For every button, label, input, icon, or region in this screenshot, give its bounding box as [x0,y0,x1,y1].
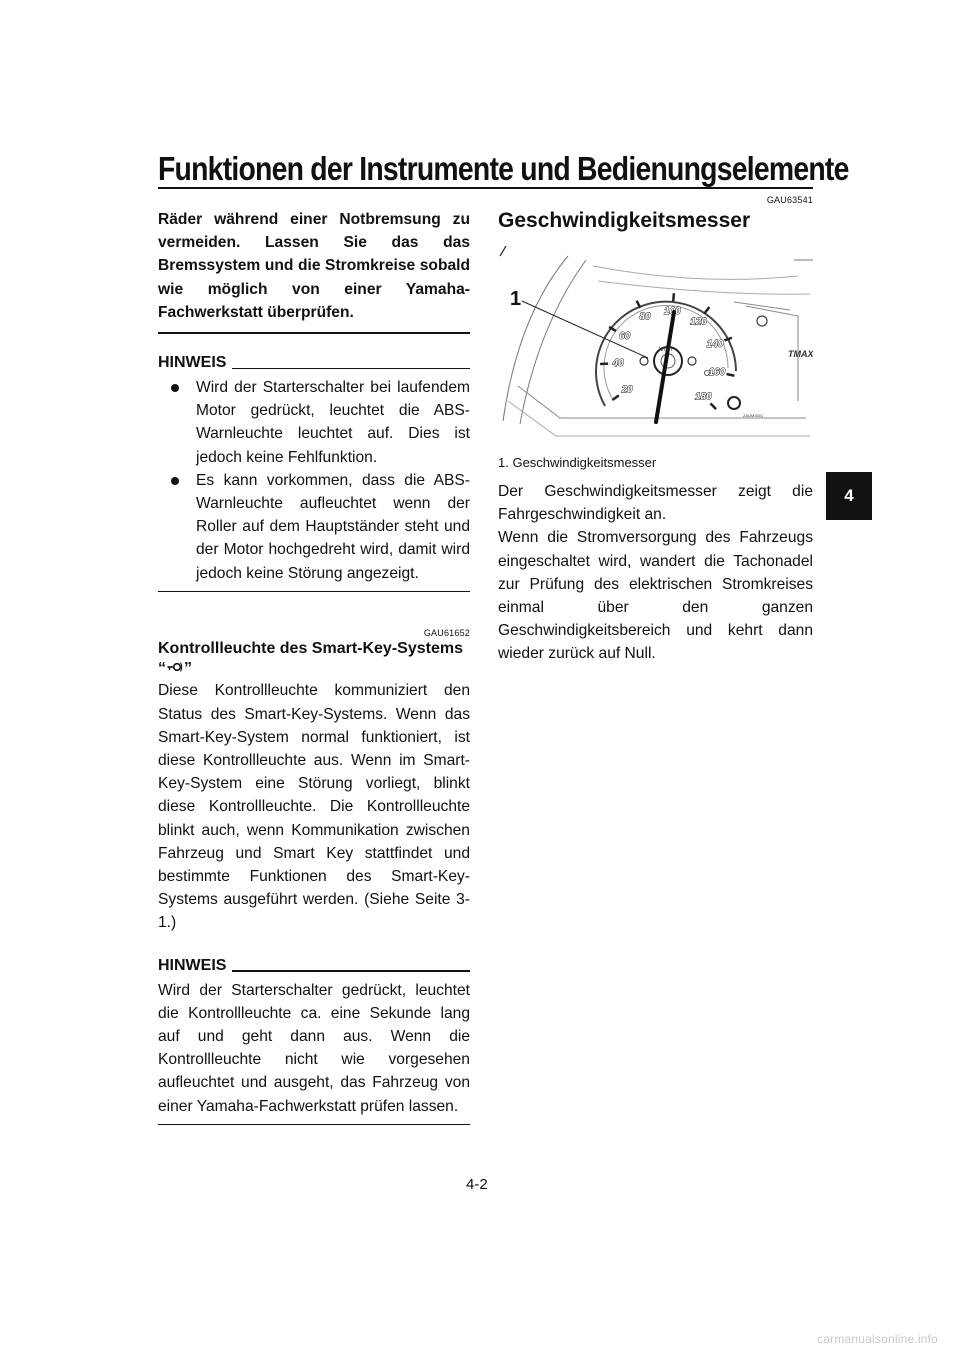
figure-code: ZAUM3301 [743,413,764,418]
smartkey-heading: Kontrollleuchte des Smart-Key-Systems “ ” [158,639,470,679]
chapter-tab[interactable]: 4 [826,472,872,520]
gauge-tick-mark [703,306,711,315]
gauge-tick-label: 160 [708,367,725,378]
gauge-tick-label: 120 [690,316,707,327]
section-code: GAU61652 [423,628,470,639]
gauge-unit-label: km/h [659,347,673,353]
gauge-tick-label: 80 [639,312,651,323]
right-column: GAU63541 Geschwindigkeitsmesser 20 40 60 80… [498,195,813,666]
section-code: GAU63541 [766,195,813,205]
page-number: 4-2 [466,1176,488,1193]
note-label: HINWEIS [158,956,227,974]
bullet-icon [171,384,179,393]
page-title: Funktionen der Instrumente und Bedienung… [158,150,849,187]
list-item: Wird der Starterschalter bei laufendem M… [158,376,470,469]
brand-mark: TMAX [788,349,813,359]
smartkey-body: Diese Kontrollleuchte kommuniziert den S… [158,682,470,932]
note-end-line [158,1123,470,1126]
quote-close: ” [184,660,192,678]
gauge-tick-label: 60 [619,331,631,342]
list-item: Es kann vorkommen, dass die ABS-Warnleuc… [158,469,470,585]
note-bullet-list: Wird der Starterschalter bei laufendem M… [158,376,470,585]
note-header: HINWEIS [158,957,470,975]
gauge-tick-mark [723,336,733,342]
gauge-tick-mark [726,372,735,377]
gauge-tick-mark [635,300,642,309]
title-rule [158,187,813,189]
note-end-line [158,590,470,593]
gauge-tick-label: 180 [695,391,712,402]
note-body: Wird der Starterschalter gedrückt, leuch… [158,981,470,1115]
speedometer-figure: 20406080100120140160180 1 km/h TMAX ZAUM… [498,246,813,451]
gauge-tick-label: 140 [707,339,724,350]
smart-key-icon [167,662,183,673]
bullet-text: Es kann vorkommen, dass die ABS-Warnleuc… [196,471,470,582]
section-title: Geschwindigkeitsmesser [498,209,751,232]
warning-text: Räder während einer Notbremsung zu verme… [158,211,470,321]
gauge-tick-mark [611,394,620,402]
watermark[interactable]: carmanualsonline.info [817,1332,938,1346]
figure-caption: 1. Geschwindigkeitsmesser [498,455,657,470]
note-header: HINWEIS [158,354,470,372]
bullet-text: Wird der Starterschalter bei laufendem M… [196,379,470,466]
gauge-tick-mark [608,325,617,333]
left-column: Räder während einer Notbremsung zu verme… [158,208,470,1126]
warning-end-rule [158,332,470,335]
gauge-tick-label: 40 [611,358,624,369]
smartkey-heading-text: Kontrollleuchte des Smart-Key-Systems [158,640,463,658]
note-header-line [232,367,470,370]
bullet-icon [171,476,179,485]
note-header-line [232,970,470,972]
gauge-tick-mark [709,402,717,410]
gauge-tick-mark [671,293,676,302]
speedometer-illustration: 20406080100120140160180 [499,246,813,437]
quote-open: “ [158,660,166,678]
speedometer-body-1: Der Geschwindigkeitsmesser zeigt die Fah… [498,483,813,524]
gauge-tick-label: 20 [620,385,633,396]
speedometer-body-2: Wenn die Stromversorgung des Fahrzeugs e… [498,529,813,663]
note-label: HINWEIS [158,354,227,372]
callout-number: 1 [510,288,522,310]
